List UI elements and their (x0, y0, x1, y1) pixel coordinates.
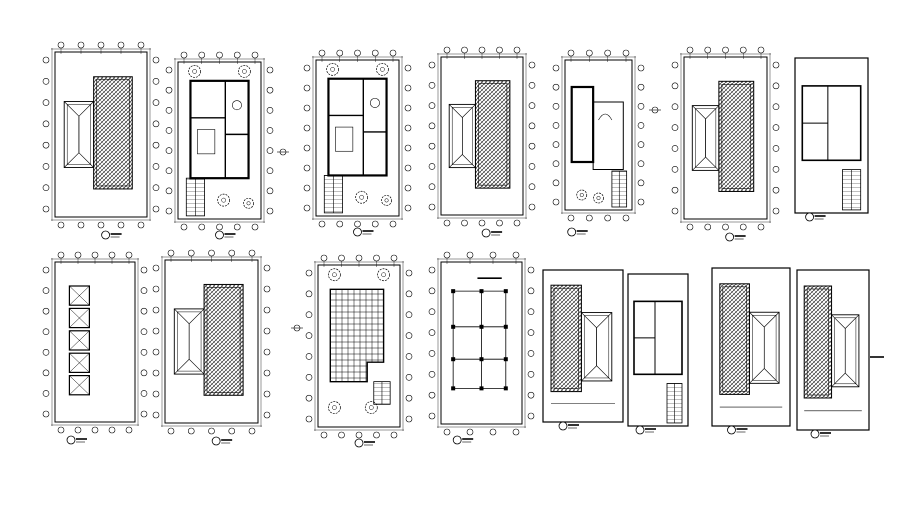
drawing-panel-2-3 (305, 254, 413, 448)
drawing-panel-2-7 (711, 267, 791, 435)
drawing-panel-1-7 (794, 57, 869, 222)
drawing-panel-1-1 (42, 41, 160, 240)
drawing-panel-2-1 (42, 251, 148, 445)
drawing-panel-1-4 (428, 46, 536, 238)
drawing-panel-2-5 (542, 269, 624, 431)
drawing-panel-1-3 (303, 49, 412, 237)
drawing-panel-2-2 (152, 249, 271, 446)
drawing-panel-1-2 (165, 51, 274, 240)
drawing-panel-2-6 (627, 273, 689, 435)
section-marks (277, 106, 884, 358)
drawing-panel-1-5 (552, 49, 645, 237)
drawing-panel-2-4 (428, 251, 535, 445)
drawing-panel-2-8 (796, 269, 870, 439)
drawing-panel-1-6 (671, 46, 780, 242)
